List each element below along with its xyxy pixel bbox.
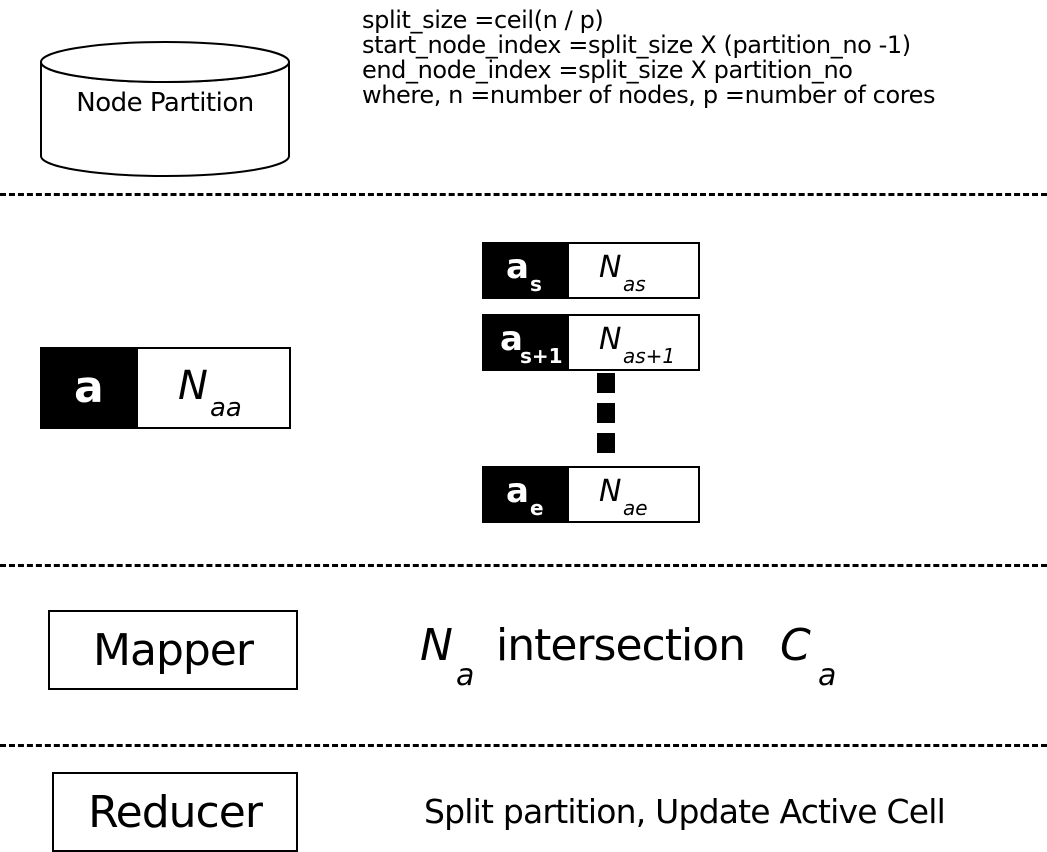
- node-key-end: a e: [484, 468, 569, 521]
- reducer-box: Reducer: [52, 772, 298, 852]
- single-node-box: a N aa: [40, 347, 291, 429]
- mapper-expr-n-sub: a: [456, 658, 474, 693]
- separator-1: [0, 193, 1047, 196]
- mapper-expr-c-sub: a: [818, 658, 836, 693]
- node-list-item-end: a e N ae: [482, 466, 700, 523]
- ellipsis-dot-1: [597, 373, 615, 393]
- separator-2: [0, 564, 1047, 567]
- mapper-expr-mid: intersection: [496, 620, 746, 671]
- single-node-value: N aa: [178, 363, 242, 423]
- node-partition-label: Node Partition: [76, 88, 254, 118]
- separator-3: [0, 744, 1047, 747]
- node-key-start: a s: [484, 244, 569, 297]
- reducer-description: Split partition, Update Active Cell: [424, 792, 946, 831]
- node-list-item-next: a s+1 N as+1: [482, 314, 700, 371]
- node-value-next: N as+1: [599, 322, 676, 368]
- ellipsis-dot-2: [597, 403, 615, 423]
- formula-where: where, n =number of nodes, p =number of …: [362, 81, 936, 109]
- node-value-start: N as: [599, 250, 646, 296]
- mapper-label: Mapper: [93, 624, 254, 676]
- mapper-expr-c: C: [780, 620, 811, 671]
- node-partition-cylinder: [40, 41, 290, 177]
- mapper-expr-n: N: [420, 620, 453, 671]
- single-node-key: a: [42, 349, 138, 427]
- formula-end-index: end_node_index =split_size X partition_n…: [362, 56, 853, 84]
- ellipsis-dot-3: [597, 433, 615, 453]
- node-value-end: N ae: [599, 474, 648, 520]
- node-key-next: a s+1: [484, 316, 569, 369]
- mapper-box: Mapper: [48, 610, 298, 690]
- formula-start-index: start_node_index =split_size X (partitio…: [362, 31, 911, 59]
- reducer-label: Reducer: [88, 786, 263, 838]
- node-list-item-start: a s N as: [482, 242, 700, 299]
- formula-split-size: split_size =ceil(n / p): [362, 6, 604, 34]
